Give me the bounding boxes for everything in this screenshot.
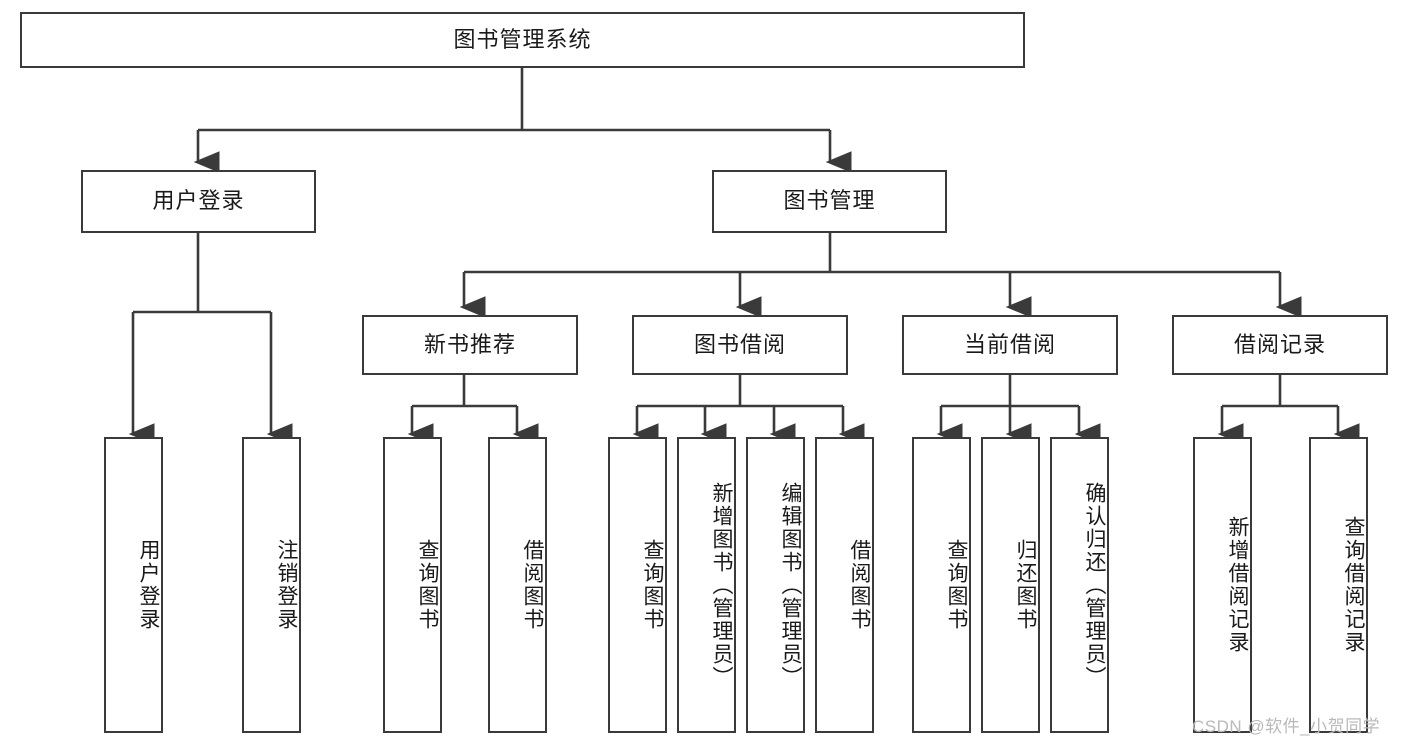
node-book-borrow-label: 图书借阅 (693, 331, 786, 357)
node-leaf-query-book-1[interactable]: 查询图书 (383, 437, 442, 733)
node-leaf-logout-login-label: 注销登录 (275, 539, 298, 631)
node-leaf-query-book-2-label: 查询图书 (641, 539, 664, 631)
node-leaf-borrow-book-1[interactable]: 借阅图书 (488, 437, 547, 733)
node-leaf-logout-login[interactable]: 注销登录 (242, 437, 301, 733)
node-leaf-return-book-label: 归还图书 (1014, 539, 1037, 631)
node-leaf-add-book[interactable]: 新增图书（管理员） (677, 437, 736, 733)
node-new-book-rec[interactable]: 新书推荐 (362, 315, 578, 375)
node-leaf-confirm-return-label: 确认归还（管理员） (1083, 481, 1106, 689)
node-book-manage[interactable]: 图书管理 (712, 170, 947, 233)
node-leaf-confirm-return[interactable]: 确认归还（管理员） (1050, 437, 1109, 733)
node-leaf-query-book-1-label: 查询图书 (416, 539, 439, 631)
node-leaf-edit-book-label: 编辑图书（管理员） (779, 481, 802, 689)
node-root[interactable]: 图书管理系统 (20, 12, 1025, 68)
node-current-borrow-label: 当前借阅 (963, 331, 1056, 357)
node-borrow-record-label: 借阅记录 (1233, 331, 1326, 357)
node-leaf-query-book-3-label: 查询图书 (945, 539, 968, 631)
node-leaf-edit-book[interactable]: 编辑图书（管理员） (746, 437, 805, 733)
node-new-book-rec-label: 新书推荐 (423, 331, 516, 357)
node-root-label: 图书管理系统 (453, 26, 592, 52)
node-book-borrow[interactable]: 图书借阅 (632, 315, 848, 375)
node-leaf-query-record-label: 查询借阅记录 (1342, 516, 1365, 654)
node-borrow-record[interactable]: 借阅记录 (1172, 315, 1388, 375)
node-leaf-user-login[interactable]: 用户登录 (104, 437, 163, 733)
node-book-manage-label: 图书管理 (783, 188, 876, 214)
node-user-login[interactable]: 用户登录 (81, 170, 316, 233)
node-leaf-add-book-label: 新增图书（管理员） (710, 481, 733, 689)
node-leaf-user-login-label: 用户登录 (137, 539, 160, 631)
node-leaf-borrow-book-1-label: 借阅图书 (521, 539, 544, 631)
csdn-watermark: CSDN @软件_小贺同学 (1192, 717, 1381, 736)
node-leaf-borrow-book-2[interactable]: 借阅图书 (815, 437, 874, 733)
node-leaf-add-record[interactable]: 新增借阅记录 (1193, 437, 1252, 733)
node-leaf-query-book-2[interactable]: 查询图书 (608, 437, 667, 733)
node-leaf-query-record[interactable]: 查询借阅记录 (1309, 437, 1368, 733)
node-user-login-label: 用户登录 (152, 188, 245, 214)
node-current-borrow[interactable]: 当前借阅 (902, 315, 1118, 375)
node-leaf-borrow-book-2-label: 借阅图书 (848, 539, 871, 631)
node-leaf-query-book-3[interactable]: 查询图书 (912, 437, 971, 733)
node-leaf-add-record-label: 新增借阅记录 (1226, 516, 1249, 654)
node-leaf-return-book[interactable]: 归还图书 (981, 437, 1040, 733)
